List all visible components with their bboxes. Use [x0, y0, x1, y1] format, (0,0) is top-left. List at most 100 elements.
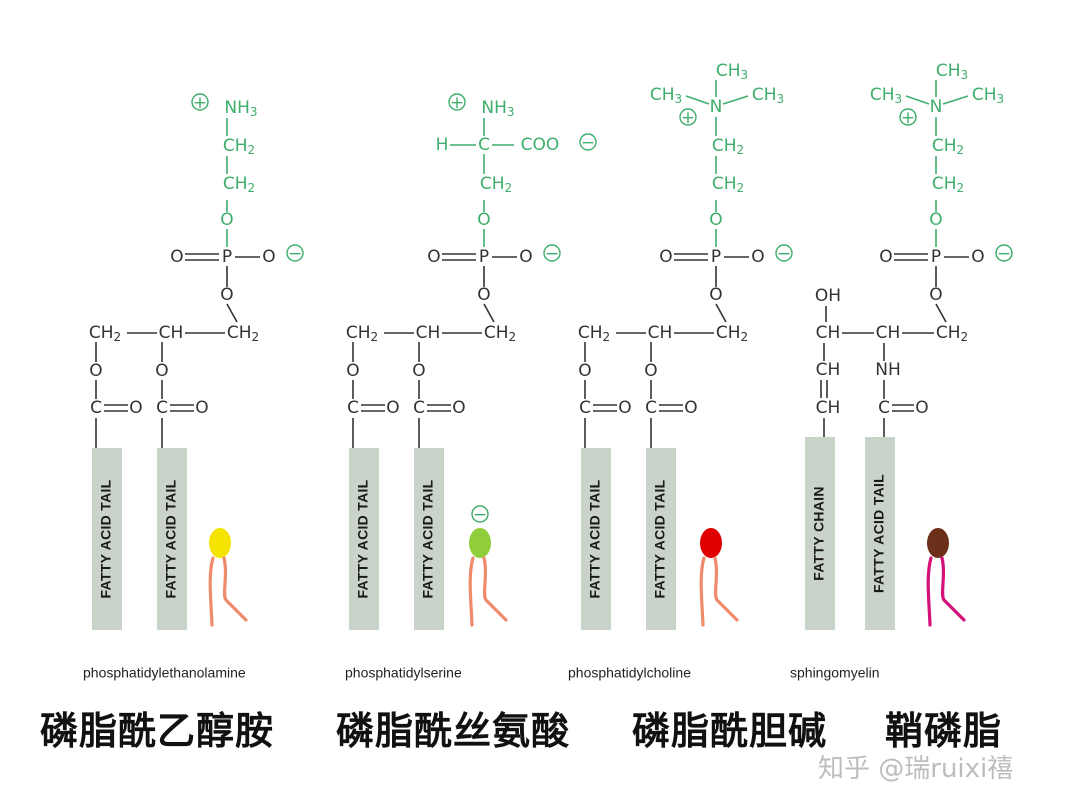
label-zh-phosphatidylcholine: 磷脂酰胆碱: [632, 709, 828, 753]
lipid-2-icon-head: [700, 528, 722, 558]
lipid-0-icon-head: [209, 528, 231, 558]
lipid-3-nitrogen: N: [930, 97, 943, 117]
lipid-1-bond-carbonyl-a: [361, 404, 385, 412]
lipid-1-tail-bar-2-label: FATTY ACID TAIL: [420, 479, 436, 598]
lipid-3-name-en: sphingomyelin: [790, 665, 880, 681]
lipid-2-carbonyl-c-b: C: [645, 398, 657, 418]
lipid-1-carbonyl-o-b: O: [452, 398, 465, 418]
lipid-2-methyl-top: CH3: [716, 61, 748, 82]
lipid-2-tail-bar-2-label: FATTY ACID TAIL: [652, 479, 668, 598]
lipid-1-amine-charge: +: [450, 93, 464, 113]
lipid-1-alpha-h: H: [436, 135, 449, 155]
lipid-1-carbonyl-c-b: C: [413, 398, 425, 418]
lipid-2-nitrogen: N: [710, 97, 723, 117]
lipid-1-icon-charge: −: [473, 505, 487, 525]
lipid-2-glycerol-c2: CH: [648, 323, 673, 343]
lipid-2-glycerol-c1: CH2: [578, 323, 610, 344]
watermark: 知乎 @瑞ruixi禧: [818, 754, 1014, 784]
lipid-2-phosphate-o-right: O: [751, 247, 764, 267]
lipid-0-ester-o-a: O: [89, 361, 102, 381]
lipid-3-hydroxyl: OH: [815, 286, 841, 306]
lipid-3-alkene-ch-2: CH: [816, 398, 841, 418]
lipid-3-tail-bar-1-label: FATTY CHAIN: [811, 486, 827, 581]
lipid-3-nitrogen-charge: +: [901, 108, 915, 128]
lipid-2-bond-carbonyl-a: [593, 404, 617, 412]
lipid-2-icon-tail-left: [699, 556, 706, 627]
lipid-3-methyl-left: CH3: [870, 85, 902, 106]
lipid-3-alkene-ch-1: CH: [816, 360, 841, 380]
lipid-1-carbonyl-c-a: C: [347, 398, 359, 418]
lipid-1-tail-bar-1: [349, 448, 379, 630]
lipid-3-tail-bar-2: [865, 437, 895, 630]
lipid-1-bond-carbonyl-b: [427, 404, 451, 412]
lipid-1-phosphate-o-right: O: [519, 247, 532, 267]
lipid-3-sphingosine-c1: CH: [816, 323, 841, 343]
lipid-2-tail-bar-1: [581, 448, 611, 630]
lipid-1-bond-p-double-o: [442, 253, 476, 261]
lipid-1-phosphate-charge-ring: [543, 244, 561, 262]
lipid-1-phosphate-o-left: O: [427, 247, 440, 267]
lipid-1-ch2: CH2: [480, 174, 512, 195]
lipid-1-ester-o-a: O: [346, 361, 359, 381]
lipid-1-amine: NH3: [481, 98, 514, 119]
lipid-1-phosphate-charge: −: [545, 244, 559, 264]
label-zh-sphingomyelin: 鞘磷脂: [885, 709, 1003, 753]
lipid-2-methyl-left: CH3: [650, 85, 682, 106]
lipid-1-carbonyl-o-a: O: [386, 398, 399, 418]
lipid-3-bond-amide-carbonyl: [892, 404, 914, 412]
lipid-2-name-en: phosphatidylcholine: [568, 665, 691, 681]
lipid-1-ester-o-upper: O: [477, 210, 490, 230]
lipid-1-glycerol-c3: CH2: [484, 323, 516, 344]
lipid-3-amide-c: C: [878, 398, 890, 418]
lipid-0-phosphate-o-right: O: [262, 247, 275, 267]
lipid-0-tail-bar-2: [157, 448, 187, 630]
lipid-0-tail-bar-2-label: FATTY ACID TAIL: [163, 479, 179, 598]
lipid-3-methyl-top: CH3: [936, 61, 968, 82]
lipid-0-ester-o-upper: O: [220, 210, 233, 230]
lipid-0-icon-tail-left: [208, 556, 215, 627]
lipid-3-amide-nh: NH: [875, 360, 901, 380]
label-zh-phosphatidylserine: 磷脂酰丝氨酸: [336, 709, 571, 753]
lipid-2-ch2-a: CH2: [712, 136, 744, 157]
lipid-2-bond-o-ch2: [715, 303, 727, 323]
lipid-1-phosphorus: P: [479, 247, 489, 267]
lipid-0-carbonyl-c-b: C: [156, 398, 168, 418]
lipid-1-icon-tail-left: [468, 556, 475, 627]
lipid-3-bond-p-double-o: [894, 253, 928, 261]
lipid-0-glycerol-c1: CH2: [89, 323, 121, 344]
lipid-2-ester-o-a: O: [578, 361, 591, 381]
lipid-0-amine: NH3: [224, 98, 257, 119]
lipid-3-ester-o-lower: O: [929, 285, 942, 305]
lipid-2-icon-tail-right: [713, 556, 739, 622]
lipid-0-bond-o-ch2: [226, 303, 238, 323]
lipid-2-methyl-right: CH3: [752, 85, 784, 106]
lipid-3-ch2-a: CH2: [932, 136, 964, 157]
lipid-2-bond-n-methyl-left: [685, 95, 710, 105]
lipid-2-ester-o-b: O: [644, 361, 657, 381]
lipid-0-ester-o-b: O: [155, 361, 168, 381]
lipid-3-bond-o-ch2: [935, 303, 947, 323]
lipid-2-nitrogen-charge: +: [681, 108, 695, 128]
lipid-3-phosphate-charge: −: [997, 244, 1011, 264]
lipid-0-phosphate-charge-ring: [286, 244, 304, 262]
lipid-3-phosphate-charge-ring: [995, 244, 1013, 262]
lipid-2-nitrogen-charge-ring: [679, 108, 697, 126]
lipid-2-ester-o-upper: O: [709, 210, 722, 230]
lipid-3-bond-n-methyl-left: [905, 95, 930, 105]
lipid-3-phosphorus: P: [931, 247, 941, 267]
lipid-3-tail-bar-2-label: FATTY ACID TAIL: [871, 474, 887, 593]
lipid-0-amine-charge: +: [193, 93, 207, 113]
lipid-2-phosphate-o-left: O: [659, 247, 672, 267]
lipid-3-nitrogen-charge-ring: [899, 108, 917, 126]
lipid-2-carbonyl-c-a: C: [579, 398, 591, 418]
lipid-3-sphingosine-c3: CH2: [936, 323, 968, 344]
lipid-2-glycerol-c3: CH2: [716, 323, 748, 344]
lipid-3-ch2-b: CH2: [932, 174, 964, 195]
lipid-1-bond-o-ch2: [483, 303, 495, 323]
lipid-0-ch2-a: CH2: [223, 136, 255, 157]
lipid-1-alpha-c: C: [478, 135, 490, 155]
lipid-2-phosphate-charge: −: [777, 244, 791, 264]
lipid-0-carbonyl-c-a: C: [90, 398, 102, 418]
lipid-0-amine-charge-ring: [191, 93, 209, 111]
